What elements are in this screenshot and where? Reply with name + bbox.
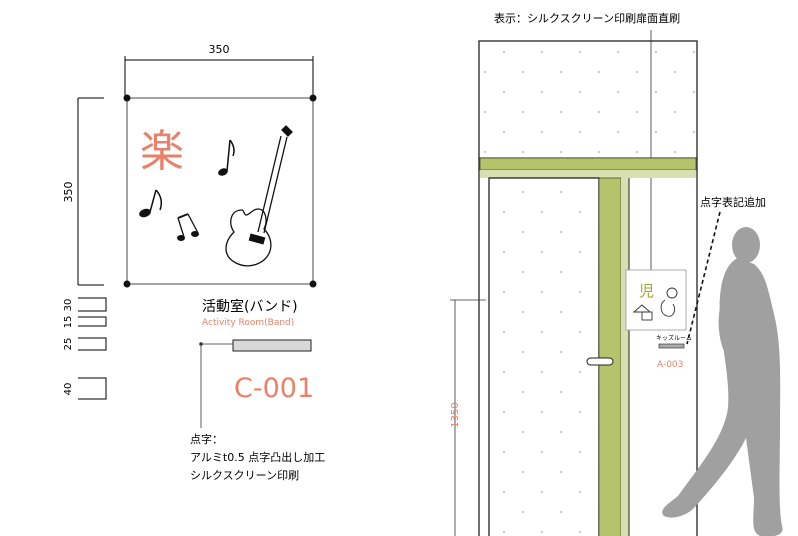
height-dimension xyxy=(77,97,104,286)
guitar-icon xyxy=(225,125,293,267)
jamb-strip xyxy=(621,178,629,536)
sign-kanji: 楽 xyxy=(140,126,184,177)
small-braille-plate xyxy=(658,343,685,349)
door-height-label: 1350 xyxy=(450,402,461,427)
row-dimensions xyxy=(78,297,107,400)
sign-title-jp: 活動室(バンド) xyxy=(202,298,298,315)
sign-title-en: Activity Room(Band) xyxy=(202,318,294,328)
small-sign-code: A-003 xyxy=(657,360,683,370)
small-sign-kanji: 児 xyxy=(639,282,654,300)
row-dim-30: 30 xyxy=(63,299,74,312)
header-strip xyxy=(480,170,696,178)
corner-screw xyxy=(309,94,317,102)
width-dim-label: 350 xyxy=(209,43,230,56)
braille-added-note: 点字表記追加 xyxy=(700,195,766,209)
row-dim-40: 40 xyxy=(63,383,74,396)
sign-panel xyxy=(126,97,314,285)
door-elevation: 表示：シルクスクリーン印刷扉面直刷 児 キッズルーム A-003 xyxy=(450,11,766,536)
row-dim-25: 25 xyxy=(63,338,74,351)
top-note: 表示：シルクスクリーン印刷扉面直刷 xyxy=(494,11,680,25)
kids-icon xyxy=(632,287,678,321)
corner-screw xyxy=(309,280,317,288)
music-note-icon xyxy=(218,139,235,176)
room-code: C-001 xyxy=(234,373,314,404)
braille-note-line2: アルミt0.5 点字凸出し加工 xyxy=(190,450,325,464)
door-jamb xyxy=(598,177,622,536)
door-leaf xyxy=(488,177,600,536)
height-dim-label: 350 xyxy=(62,182,75,203)
person-silhouette xyxy=(662,227,783,536)
braille-callout-leader xyxy=(686,211,721,345)
small-sign xyxy=(625,269,687,331)
width-dimension xyxy=(124,56,314,98)
braille-leader xyxy=(199,342,233,428)
door-handle xyxy=(586,357,614,366)
eighth-notes-icon xyxy=(177,213,199,241)
braille-plate xyxy=(232,339,312,352)
transom-panel xyxy=(478,40,698,159)
corner-screw xyxy=(123,94,131,102)
corner-screw xyxy=(123,280,131,288)
header-bar xyxy=(479,157,697,171)
music-note-icon xyxy=(139,189,163,218)
braille-note-line3: シルクスクリーン印刷 xyxy=(190,469,299,482)
braille-note-line1: 点字： xyxy=(190,432,223,446)
door-height-dimension xyxy=(450,299,486,536)
row-dim-15: 15 xyxy=(63,316,74,329)
sign-detail: 350 350 楽 xyxy=(62,43,325,482)
small-sign-label: キッズルーム xyxy=(656,334,692,342)
